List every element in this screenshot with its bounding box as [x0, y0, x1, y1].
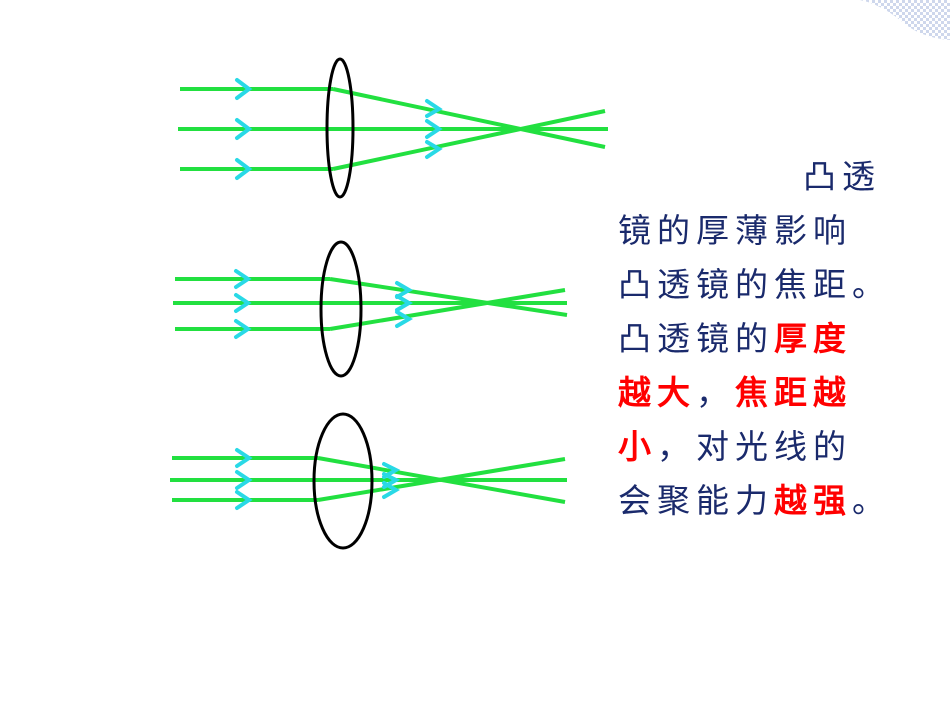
text-segment: 凸透镜的	[618, 319, 774, 358]
text-line-1: 凸透	[618, 150, 948, 204]
text-line-5: 越大，焦距越	[618, 366, 948, 420]
text-line-2: 镜的厚薄影响	[618, 204, 948, 258]
text-segment: 会聚能力	[618, 481, 774, 520]
text-segment: ，对光线的	[657, 427, 852, 466]
text-line-7: 会聚能力越强。	[618, 474, 948, 528]
text-line-3: 凸透镜的焦距。	[618, 258, 948, 312]
incident-rays-thin	[178, 87, 333, 171]
highlight-greater: 越大	[618, 373, 696, 412]
direction-arrows-thick	[235, 448, 401, 510]
lens-group-thin	[178, 57, 608, 199]
corner-pattern	[860, 0, 950, 40]
text-line-6: 小，对光线的	[618, 420, 948, 474]
lens-medium	[319, 240, 363, 378]
lens-diagram	[170, 57, 608, 550]
incident-rays-medium	[173, 277, 330, 331]
lens-group-medium	[173, 240, 568, 378]
refracted-rays-thin	[332, 87, 608, 171]
text-segment: 凸透	[803, 157, 881, 196]
direction-arrows-medium	[234, 269, 413, 339]
refracted-rays-thick	[317, 456, 567, 504]
incident-rays-thick	[170, 456, 318, 502]
explanation-text: 凸透 镜的厚薄影响 凸透镜的焦距。 凸透镜的厚度 越大，焦距越 小，对光线的 会…	[618, 150, 948, 528]
lens-group-thick	[170, 412, 567, 550]
text-line-4: 凸透镜的厚度	[618, 312, 948, 366]
text-segment: ，	[696, 373, 735, 412]
text-segment: 。	[852, 481, 891, 520]
direction-arrows-thin	[235, 78, 443, 180]
lens-thin	[325, 57, 355, 199]
highlight-focal-length: 焦距越	[735, 373, 852, 412]
text-segment: 镜的厚薄影响	[618, 211, 852, 250]
refracted-rays-medium	[329, 277, 568, 331]
highlight-smaller: 小	[618, 427, 657, 466]
text-segment: 凸透镜的焦距。	[618, 265, 891, 304]
lens-thick	[312, 412, 374, 550]
highlight-thickness: 厚度	[774, 319, 852, 358]
highlight-stronger: 越强	[774, 481, 852, 520]
